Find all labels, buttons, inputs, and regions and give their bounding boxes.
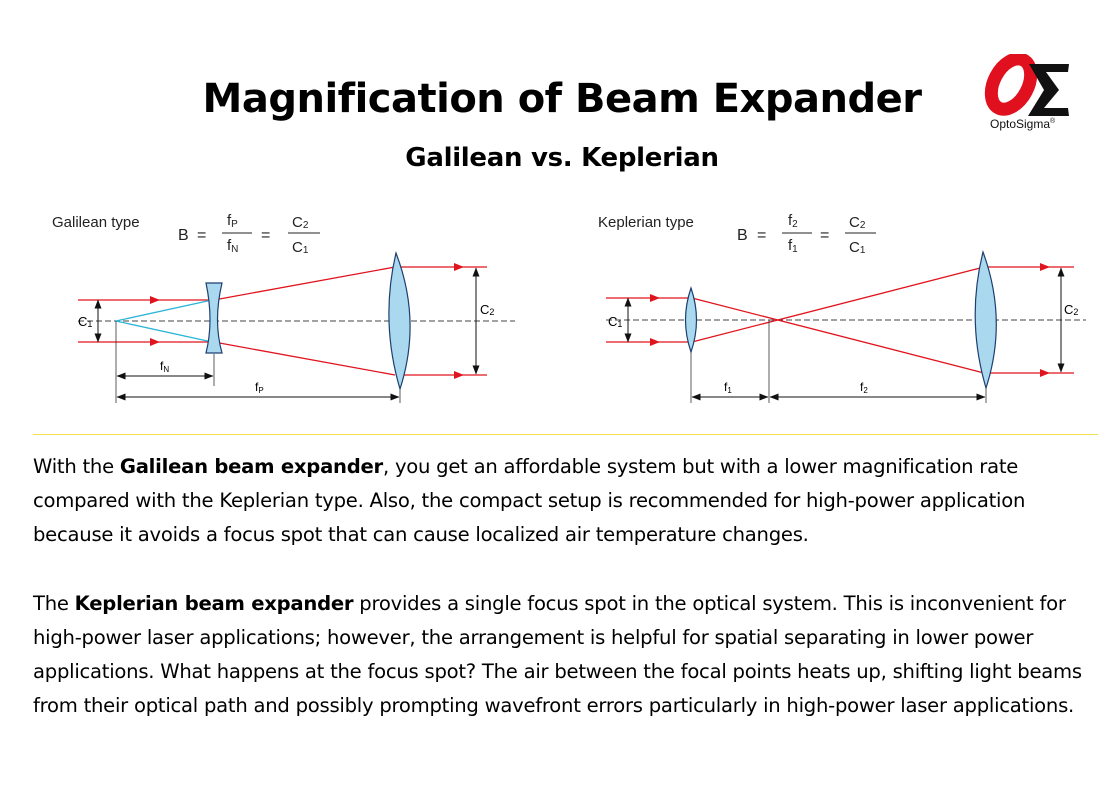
keplerian-formula-c-den: C1 — [849, 239, 866, 256]
keplerian-formula-f-num: f2 — [788, 212, 798, 230]
galilean-formula: B = fP fN = C2 C1 — [178, 212, 320, 256]
keplerian-f1-label: f1 — [724, 380, 732, 395]
page-subtitle: Galilean vs. Keplerian — [405, 143, 719, 173]
keplerian-formula-f-den: f1 — [788, 237, 798, 255]
galilean-diagram: Galilean type B = fP fN = C2 C1 — [52, 212, 515, 403]
galilean-fn-label: fN — [160, 359, 169, 374]
svg-text:=: = — [197, 227, 206, 244]
keplerian-formula: B = f2 f1 = C2 C1 — [737, 212, 876, 256]
galilean-formula-f-den: fN — [227, 237, 238, 255]
keplerian-paragraph: The Keplerian beam expander provides a s… — [33, 592, 1082, 717]
brand-wordmark: OptoSigma® — [990, 117, 1056, 131]
galilean-formula-b: B — [178, 227, 189, 244]
galilean-type-label: Galilean type — [52, 214, 140, 231]
galilean-formula-c-num: C2 — [292, 214, 309, 231]
keplerian-diagram: Keplerian type B = f2 f1 = C2 C1 — [598, 212, 1086, 403]
keplerian-large-lens — [974, 249, 997, 391]
section-divider — [33, 434, 1098, 435]
keplerian-f2-label: f2 — [860, 380, 868, 395]
page-title: Magnification of Beam Expander — [202, 76, 922, 122]
galilean-concave-lens — [205, 282, 223, 354]
svg-text:=: = — [757, 227, 766, 244]
beam-expander-diagram: Galilean type B = fP fN = C2 C1 — [52, 212, 1086, 403]
omega-sigma-logo-icon — [984, 54, 1069, 116]
galilean-c2-label: C2 — [480, 302, 494, 317]
galilean-formula-c-den: C1 — [292, 239, 309, 256]
svg-text:=: = — [820, 227, 829, 244]
keplerian-formula-c-num: C2 — [849, 214, 866, 231]
galilean-fp-label: fP — [255, 380, 264, 395]
galilean-c1-label: C1 — [78, 314, 92, 329]
galilean-formula-f-num: fP — [227, 212, 238, 230]
keplerian-c1-label: C1 — [608, 314, 622, 329]
keplerian-type-label: Keplerian type — [598, 214, 694, 231]
keplerian-formula-b: B — [737, 227, 748, 244]
galilean-convex-lens — [388, 250, 411, 392]
keplerian-c2-label: C2 — [1064, 302, 1078, 317]
galilean-paragraph: With the Galilean beam expander, you get… — [33, 455, 1026, 546]
svg-text:=: = — [261, 227, 270, 244]
